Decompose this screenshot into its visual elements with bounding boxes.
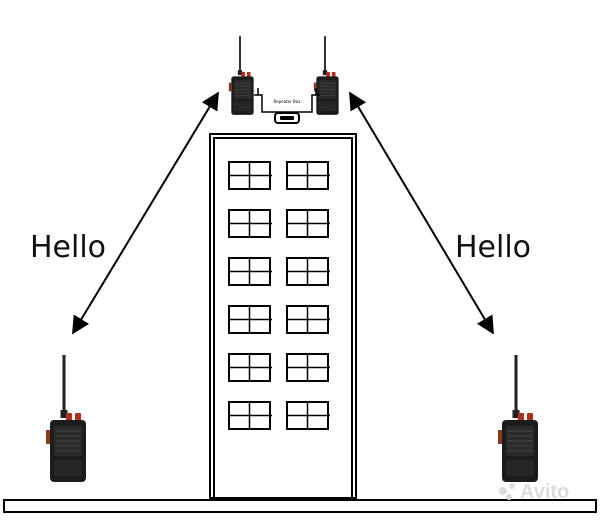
walkie-talkie-icon [45,354,87,483]
walkie-talkie-icon [228,35,255,116]
signal-arrow-left [72,91,219,335]
building-window [228,257,272,286]
building [209,133,357,499]
building-window [286,209,330,238]
building-window [228,353,272,382]
walkie-talkie-icon [497,354,539,483]
building-window [286,353,330,382]
building-window [286,161,330,190]
repeater-box-label: Repeater Box [274,99,302,104]
building-window [286,257,330,286]
hello-label-right: Hello [455,230,531,265]
building-window [228,161,272,190]
building-window [286,401,330,430]
building-window [228,305,272,334]
repeater-box-icon [274,112,300,124]
repeater-station: Repeater Box [228,35,340,124]
building-window [228,401,272,430]
building-window [228,209,272,238]
walkie-talkie-icon [313,35,340,116]
signal-arrow-right [349,91,494,335]
avito-watermark: Avito [499,481,569,503]
building-window [286,305,330,334]
building-windows [228,161,330,430]
hello-label-left: Hello [30,230,106,265]
ground-line [3,499,597,513]
watermark-text: Avito [520,481,569,503]
